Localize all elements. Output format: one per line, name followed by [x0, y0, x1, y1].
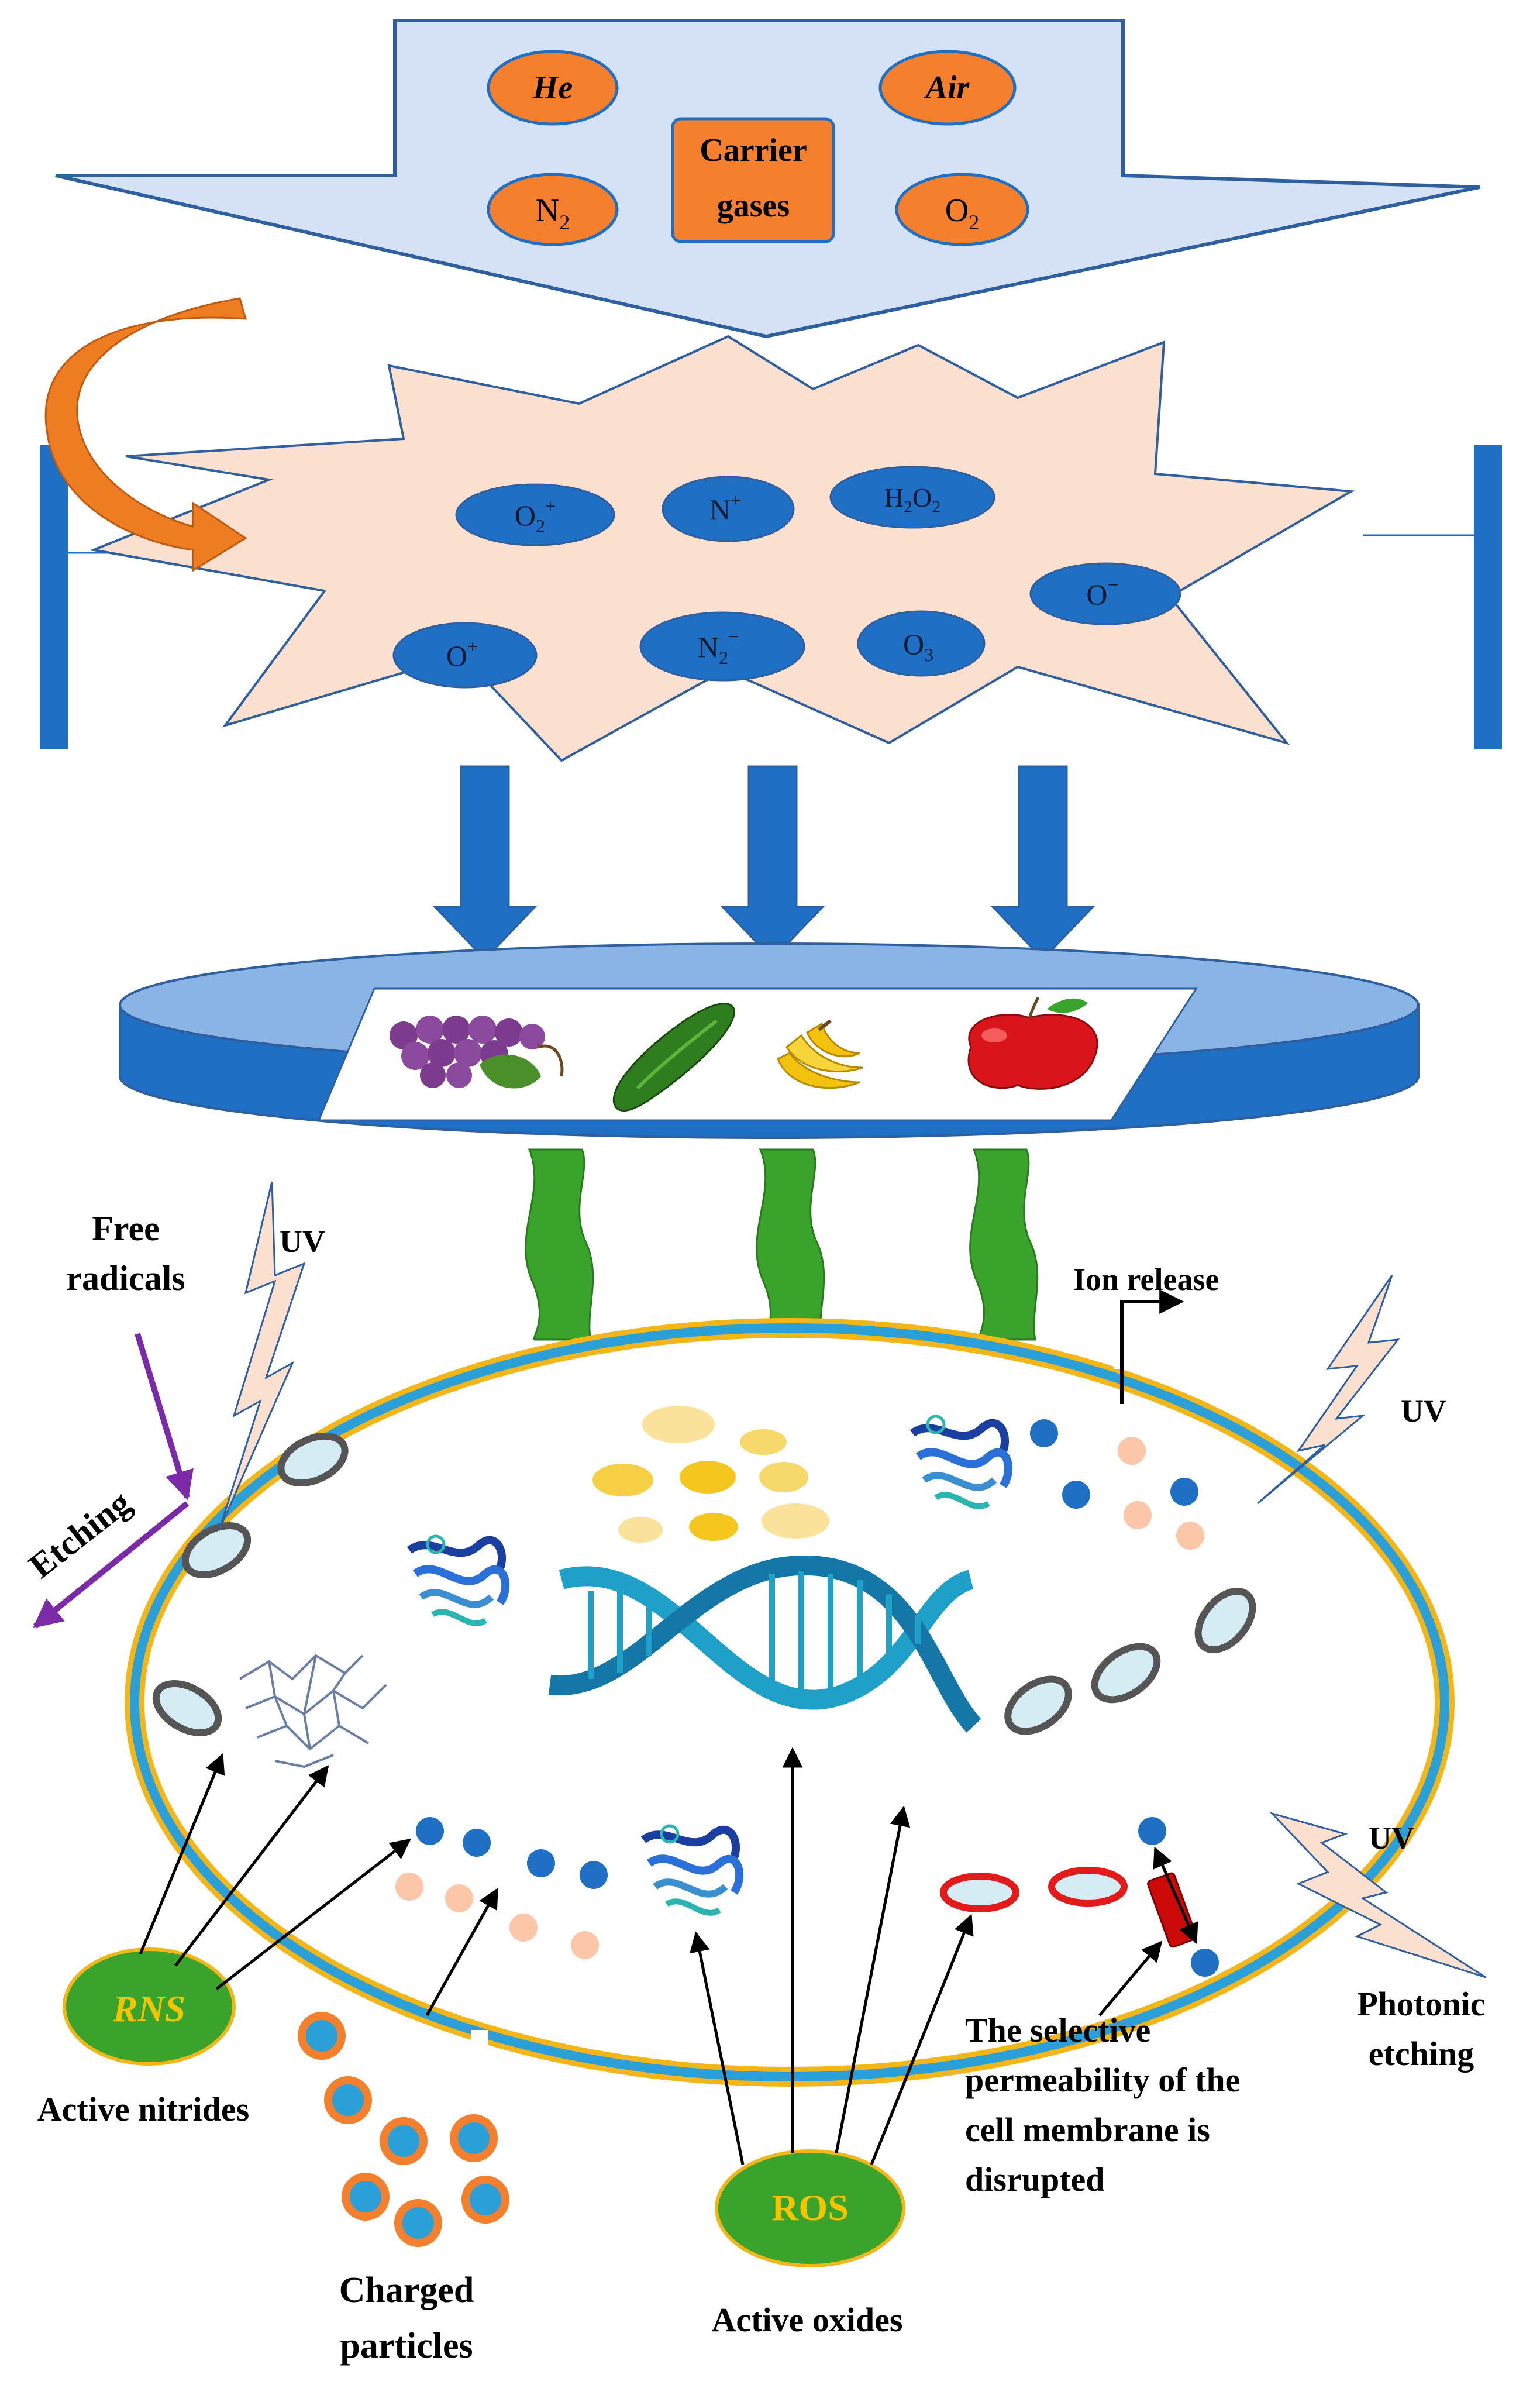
apple-icon: [967, 996, 1098, 1090]
grapes-icon: [390, 1016, 564, 1089]
wavy-strip-left: [525, 1148, 594, 1341]
protein-icon-bottom: [640, 1824, 744, 1916]
ros-arrow-3: [835, 1805, 911, 2153]
ros-source: ROS: [715, 2149, 905, 2267]
protein-icon-left: [406, 1534, 510, 1626]
free-radicals-line1: Free: [92, 1209, 159, 1248]
membrane-line2: permeability of the: [965, 2061, 1240, 2099]
bananas-icon: [777, 1019, 863, 1089]
etching-label: Etching: [22, 1483, 137, 1585]
gas-o2-label: O2: [945, 192, 979, 234]
cucumber-icon: [612, 1003, 736, 1112]
species-o2-plus-label: O2+: [515, 495, 556, 536]
carrier-gas-funnel: He Air Carrier gases N2 O2: [55, 19, 1480, 339]
lower-pore: [471, 2030, 488, 2071]
cell: [125, 1318, 1455, 2087]
gas-air: Air: [878, 50, 1017, 126]
rns-arrow-1: [139, 1753, 225, 1954]
species-o-minus: O−: [1029, 562, 1181, 625]
species-h2o2-label: H2O2: [884, 483, 940, 517]
rns-arrow-3: [215, 1838, 411, 1990]
plasma-burst: O2+ N+ H2O2 O− O+ N2− O3: [89, 335, 1355, 762]
uv-bolt-right-top: [1257, 1275, 1400, 1505]
uv-right-bottom-label: UV: [1369, 1821, 1414, 1856]
rns-label: RNS: [112, 1988, 186, 2029]
down-arrow-right: [990, 765, 1095, 961]
nitride-network-icon: [239, 1654, 387, 1768]
photonic-etching-line1: Photonic: [1357, 1985, 1485, 2023]
species-n-plus: N+: [662, 476, 795, 542]
membrane-arrow: [1098, 1940, 1163, 2017]
ros-arrow-1: [690, 1931, 745, 2165]
pointer-arrows: [139, 1747, 1163, 2165]
species-h2o2: H2O2: [829, 466, 995, 529]
species-o2-plus: O2+: [455, 483, 615, 546]
lipid-droplets: [592, 1406, 829, 1543]
species-n2-minus-label: N2−: [698, 626, 739, 668]
left-electrode: [40, 445, 68, 749]
membrane-line3: cell membrane is: [965, 2111, 1210, 2149]
protein-icon-top: [909, 1415, 1013, 1509]
green-wavy-strips: [525, 1148, 1039, 1341]
food-tray: [317, 987, 1198, 1121]
charged-particles-cluster: [298, 2012, 509, 2247]
carrier-gases-box: Carrier gases: [671, 117, 835, 243]
membrane-line4: disrupted: [965, 2160, 1105, 2198]
ros-arrow-4: [870, 1914, 974, 2165]
gas-o2: O2: [895, 173, 1029, 246]
gas-n2-label: N2: [536, 192, 570, 234]
rns-source: RNS: [63, 1947, 236, 2066]
charged-particles-line1: Charged: [339, 2270, 474, 2310]
species-n2-minus: N2−: [639, 611, 805, 682]
ion-release-arrow: [1120, 1289, 1184, 1404]
down-arrow-middle: [720, 765, 825, 961]
damaged-vesicles: [940, 1867, 1128, 1912]
ion-release-label: Ion release: [1073, 1262, 1219, 1297]
gas-n2: N2: [487, 173, 619, 246]
free-radicals-arrows: [33, 1333, 194, 1629]
gas-air-label: Air: [924, 70, 970, 106]
membrane-line1: The selective: [965, 2011, 1150, 2049]
vesicles: [152, 1432, 1256, 1736]
cell-membrane-inner: [130, 1323, 1449, 2081]
species-o-plus-label: O+: [446, 636, 478, 672]
uv-left-label: UV: [280, 1224, 325, 1259]
active-oxides-label: Active oxides: [712, 2301, 903, 2339]
wavy-strip-right: [969, 1148, 1039, 1341]
species-o3-label: O3: [903, 628, 933, 665]
curved-orange-arrow: [44, 297, 247, 572]
uv-bolt-right-bottom: [1269, 1812, 1486, 1978]
down-arrow-left: [432, 765, 538, 961]
carrier-label-line1: Carrier: [700, 132, 807, 168]
free-radicals-line2: radicals: [66, 1259, 185, 1298]
species-n-plus-label: N+: [709, 490, 741, 526]
gas-he-label: He: [532, 70, 573, 106]
species-o-plus: O+: [392, 622, 538, 689]
photonic-etching-line2: etching: [1369, 2035, 1474, 2073]
charged-particles-arrow: [425, 1887, 499, 2017]
dna-icon: [548, 1555, 981, 1733]
right-electrode: [1474, 445, 1502, 749]
species-o3: O3: [857, 610, 986, 677]
plasma-down-arrows: [432, 765, 1095, 961]
charged-particles-line2: particles: [340, 2326, 473, 2366]
uv-bolt-left: [218, 1181, 306, 1530]
active-nitrides-label: Active nitrides: [37, 2090, 249, 2128]
species-o-minus-label: O−: [1086, 574, 1118, 611]
gas-he: He: [487, 50, 619, 126]
treatment-dish: [119, 942, 1420, 1139]
rns-arrow-2: [174, 1765, 329, 1967]
ros-label: ROS: [771, 2187, 849, 2228]
carrier-label-line2: gases: [717, 188, 790, 224]
uv-right-top-label: UV: [1401, 1393, 1446, 1429]
wavy-strip-middle: [756, 1148, 825, 1341]
cell-particles: [395, 1419, 1204, 1959]
membrane-channel: [1138, 1817, 1219, 1977]
